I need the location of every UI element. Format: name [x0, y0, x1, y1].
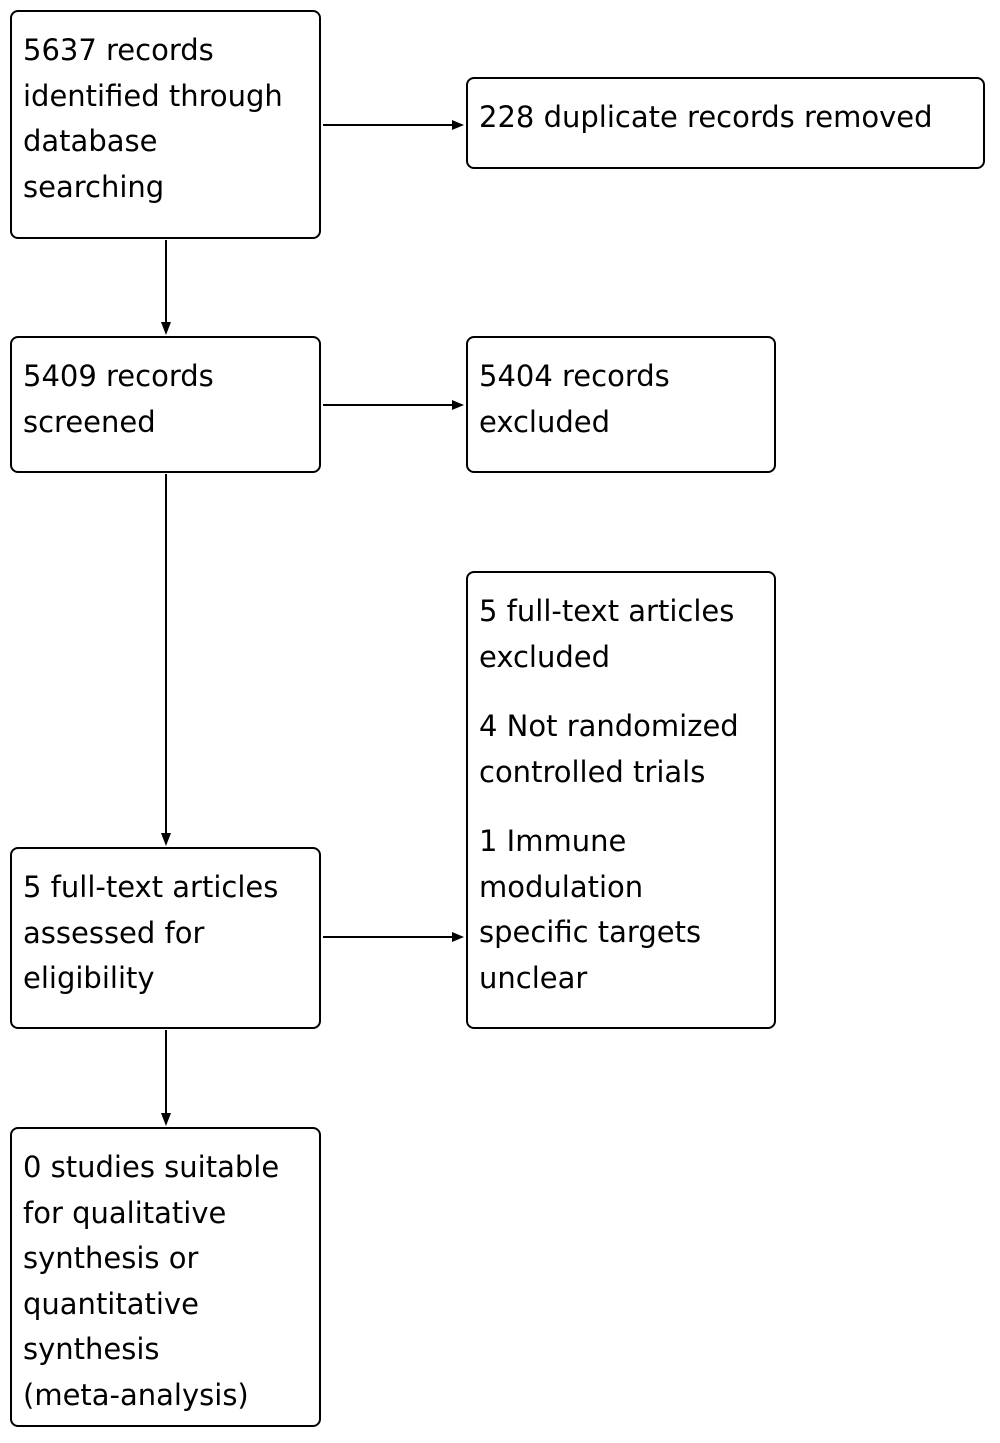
- box-text-line: screened: [23, 404, 156, 439]
- records-screened-box: 5409 records screened: [10, 336, 321, 473]
- box-text-line: 228 duplicate records removed: [479, 100, 933, 134]
- box-text-line: 5 full-text articles: [23, 870, 279, 904]
- exclusion-reason-line: 4 Not randomized: [479, 709, 739, 743]
- arrowhead-excluded-records: [452, 400, 464, 410]
- box-text-line: 5637 records: [23, 33, 214, 67]
- arrowhead-screened: [161, 322, 171, 335]
- fulltext-excluded-box: 5 full-text articles excluded 4 Not rand…: [466, 571, 776, 1029]
- exclusion-reason-line: modulation: [479, 869, 644, 904]
- box-text-line: searching: [23, 169, 165, 204]
- arrowhead-duplicates: [452, 120, 464, 130]
- box-text-line: excluded: [479, 404, 611, 439]
- exclusion-reason-line: unclear: [479, 960, 588, 995]
- exclusion-reason-line: controlled trials: [479, 754, 706, 789]
- arrowhead-assessed: [161, 833, 171, 846]
- records-excluded-box: 5404 records excluded: [466, 336, 776, 473]
- box-text-line: (meta-analysis): [23, 1377, 249, 1412]
- fulltext-assessed-box: 5 full-text articles assessed for eligib…: [10, 847, 321, 1029]
- box-text-line: 5409 records: [23, 359, 214, 393]
- arrowhead-included: [161, 1113, 171, 1126]
- box-text-line: eligibility: [23, 961, 155, 995]
- box-text-line: synthesis or: [23, 1241, 199, 1275]
- paragraph-gap: [479, 680, 764, 704]
- box-text-line: synthesis: [23, 1332, 160, 1366]
- box-text-line: quantitative: [23, 1286, 199, 1321]
- exclusion-reason-line: 1 Immune: [479, 824, 627, 858]
- box-text-line: excluded: [479, 639, 611, 674]
- arrowhead-fulltext-excluded: [452, 932, 464, 942]
- box-text-line: for qualitative: [23, 1195, 227, 1230]
- records-identified-box: 5637 records identified through database…: [10, 10, 321, 239]
- exclusion-reason-line: specific targets: [479, 915, 702, 949]
- box-text-line: identified through: [23, 78, 283, 113]
- duplicates-removed-box: 228 duplicate records removed: [466, 77, 985, 169]
- box-text-line: 5404 records: [479, 359, 670, 393]
- box-text-line: database: [23, 124, 158, 158]
- box-text-line: assessed for: [23, 915, 205, 950]
- box-text-line: 5 full-text articles: [479, 594, 735, 628]
- paragraph-gap: [479, 795, 764, 819]
- box-text-line: 0 studies suitable: [23, 1150, 280, 1184]
- studies-included-box: 0 studies suitable for qualitative synth…: [10, 1127, 321, 1427]
